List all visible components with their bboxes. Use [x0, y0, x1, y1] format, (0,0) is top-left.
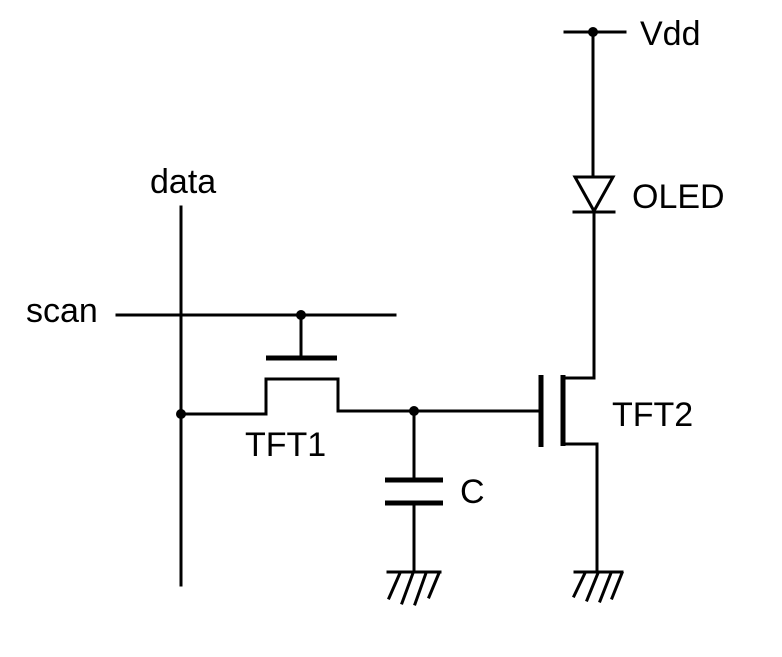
oled-label: OLED	[632, 178, 725, 216]
data-junction	[176, 409, 186, 419]
capacitor-label: C	[460, 473, 485, 511]
tft2-ground-symbol	[574, 572, 622, 601]
oled-diode	[574, 177, 614, 212]
tft1-label: TFT1	[245, 426, 326, 464]
vdd-label: Vdd	[640, 15, 701, 53]
tft1-transistor	[181, 315, 414, 414]
data-label: data	[150, 163, 216, 201]
tft2-label: TFT2	[612, 396, 693, 434]
scan-label: scan	[26, 292, 98, 330]
vdd-supply	[565, 27, 625, 37]
tft2-transistor	[541, 375, 597, 447]
capacitor	[385, 411, 443, 571]
capacitor-ground-symbol	[388, 572, 440, 604]
